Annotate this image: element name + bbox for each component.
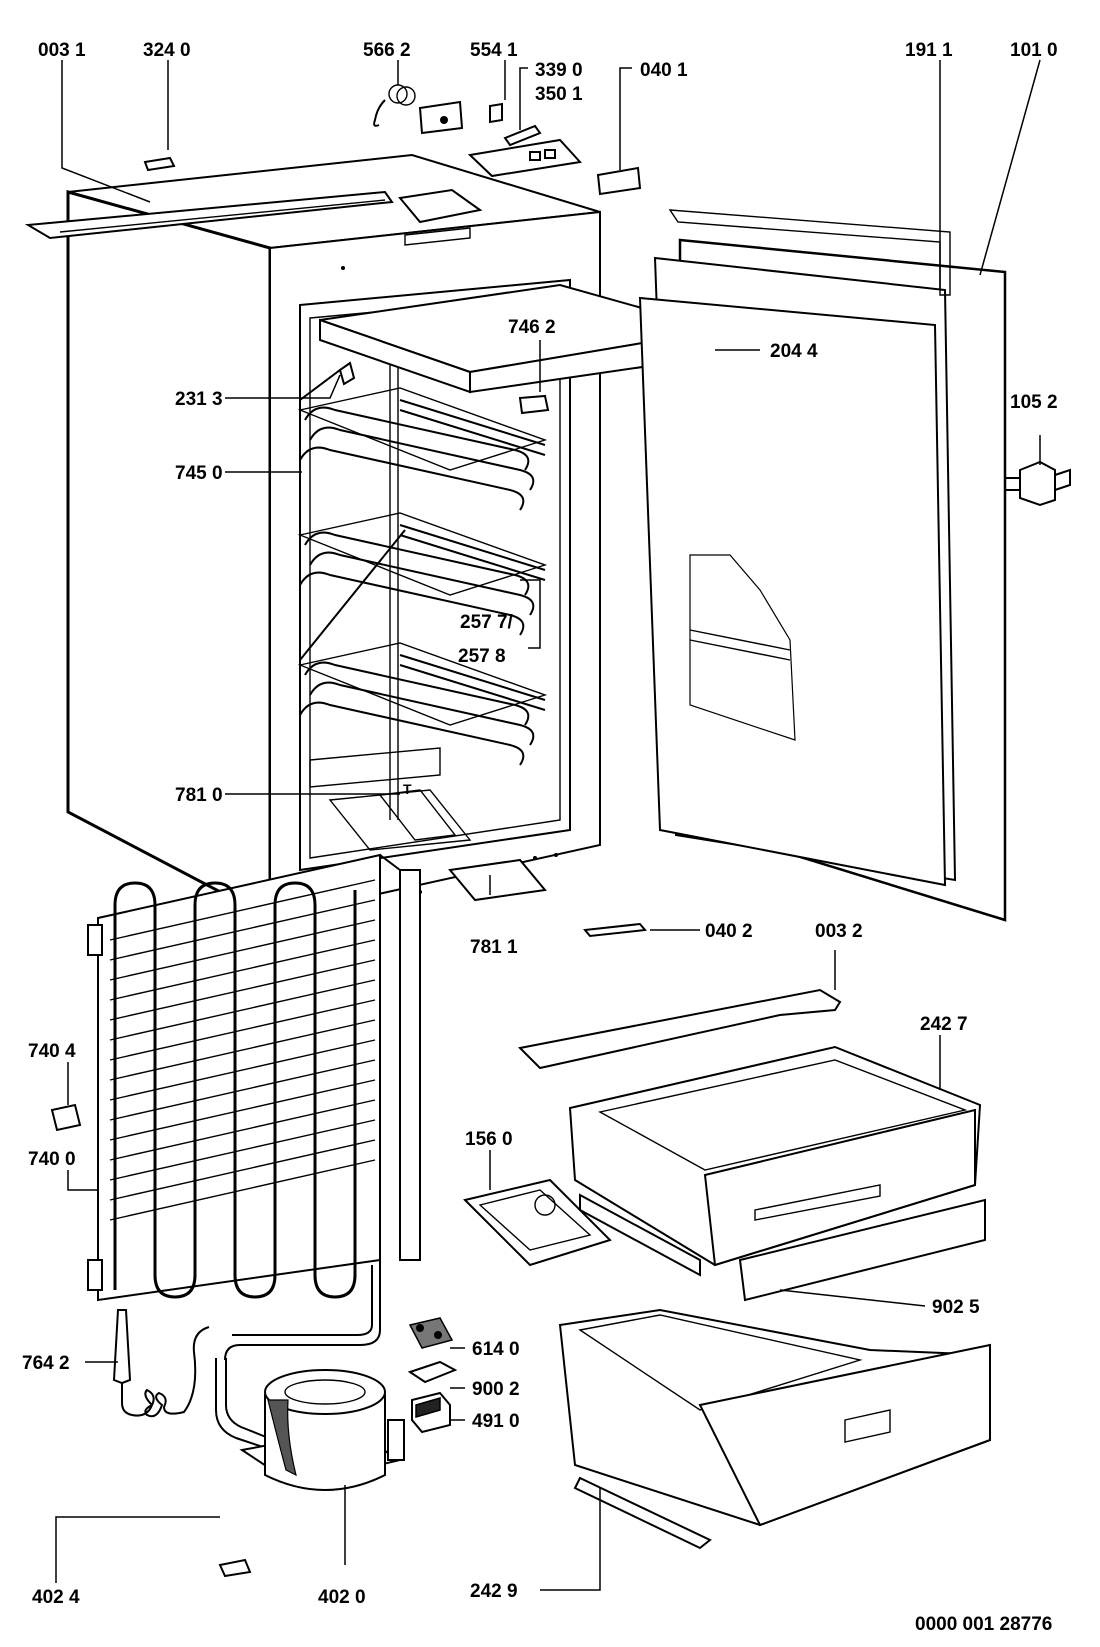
label-745-0: 745 0 — [175, 463, 223, 484]
label-902-5: 902 5 — [932, 1297, 980, 1318]
label-740-0: 740 0 — [28, 1149, 76, 1170]
hinge-part — [1005, 460, 1071, 507]
switch-part — [489, 102, 503, 124]
label-781-0: 781 0 — [175, 785, 223, 806]
label-781-1: 781 1 — [470, 937, 518, 958]
clip-bottom-part — [218, 1558, 252, 1578]
drawer-front-part — [738, 1198, 986, 1302]
label-324-0: 324 0 — [143, 40, 191, 61]
label-740-4: 740 4 — [28, 1041, 76, 1062]
label-040-1: 040 1 — [640, 60, 688, 81]
control-panel-part — [467, 138, 582, 178]
label-491-0: 491 0 — [472, 1411, 520, 1432]
relay-part — [408, 1317, 454, 1349]
ice-tray-part — [463, 1178, 612, 1267]
bracket-part-2 — [583, 922, 647, 938]
fridge-cabinet — [66, 153, 601, 921]
slide-part — [448, 858, 547, 902]
svg-text:T: T — [403, 781, 412, 797]
label-101-0: 101 0 — [1010, 40, 1058, 61]
label-231-3: 231 3 — [175, 389, 223, 410]
support-rail-part — [517, 988, 842, 1070]
label-191-1: 191 1 — [905, 40, 953, 61]
label-242-9: 242 9 — [470, 1581, 518, 1602]
block-part — [50, 1103, 82, 1132]
document-code: 0000 001 28776 — [915, 1614, 1052, 1635]
label-350-1: 350 1 — [535, 84, 583, 105]
label-105-2: 105 2 — [1010, 392, 1058, 413]
label-003-2: 003 2 — [815, 921, 863, 942]
label-257-8: 257 8 — [458, 646, 506, 667]
cover-part — [411, 1391, 451, 1434]
condenser-coil — [87, 853, 421, 1302]
crisper-drawer-upper — [568, 1045, 982, 1277]
label-402-4: 402 4 — [32, 1587, 80, 1608]
label-614-0: 614 0 — [472, 1339, 520, 1360]
label-204-4: 204 4 — [770, 341, 818, 362]
label-003-1: 003 1 — [38, 40, 86, 61]
hinge-bracket-part — [596, 166, 642, 196]
lamp-part — [503, 124, 542, 147]
label-257-7: 257 7/ — [460, 612, 514, 633]
overload-part — [407, 1360, 458, 1384]
part-labels: 003 1 324 0 566 2 554 1 339 0 350 1 040 … — [22, 40, 1058, 1635]
door — [638, 209, 1071, 922]
label-040-2: 040 2 — [705, 921, 753, 942]
label-900-2: 900 2 — [472, 1379, 520, 1400]
bracket-part — [518, 394, 550, 415]
runner-part — [573, 1476, 712, 1550]
label-746-2: 746 2 — [508, 317, 556, 338]
label-566-2: 566 2 — [363, 40, 411, 61]
label-402-0: 402 0 — [318, 1587, 366, 1608]
label-156-0: 156 0 — [465, 1129, 513, 1150]
label-339-0: 339 0 — [535, 60, 583, 81]
filter-drier-part — [112, 1309, 210, 1418]
label-242-7: 242 7 — [920, 1014, 968, 1035]
wire-shelves — [297, 387, 548, 766]
compressor-part — [239, 1369, 405, 1491]
light-cover-part — [338, 361, 356, 386]
crisper-drawer-lower — [558, 1308, 991, 1527]
thermostat-part — [373, 84, 464, 135]
clip-part — [143, 156, 176, 172]
label-554-1: 554 1 — [470, 40, 518, 61]
label-764-2: 764 2 — [22, 1353, 70, 1374]
